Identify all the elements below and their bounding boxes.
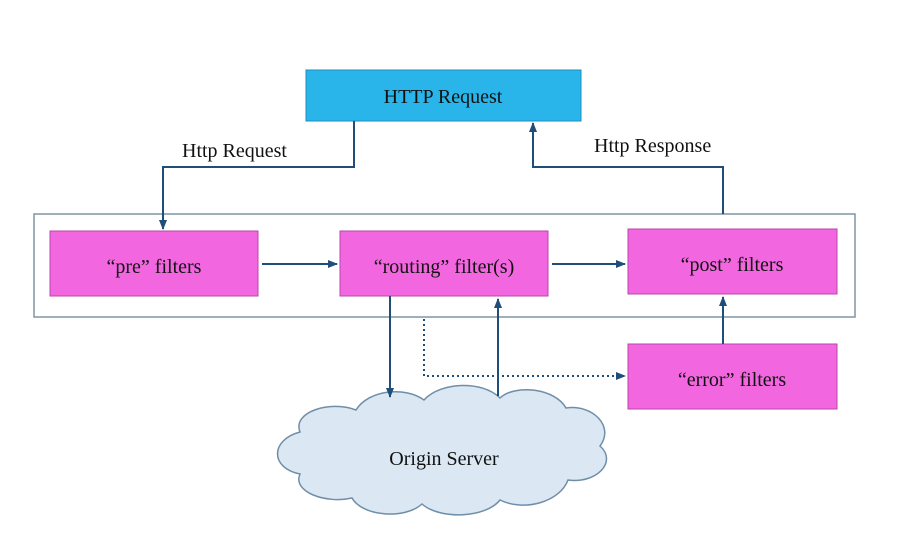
pre-filters-label: “pre” filters	[107, 256, 202, 278]
routing-filters-label: “routing” filter(s)	[374, 256, 515, 278]
response-edge-label: Http Response	[594, 135, 711, 157]
post-filters-label: “post” filters	[681, 254, 784, 276]
http-request-box	[305, 69, 582, 122]
pre-filters-box	[49, 230, 259, 297]
request-arrow	[159, 121, 355, 230]
origin-server-cloud	[276, 384, 608, 516]
filter-pipeline-container	[33, 213, 856, 318]
routing-filters-node: “routing” filter(s)	[339, 230, 549, 297]
request-edge-label: Http Request	[182, 140, 287, 162]
origin-server-node: Origin Server	[276, 384, 608, 516]
post-filters-node: “post” filters	[627, 228, 838, 295]
error-filters-box	[627, 343, 838, 410]
post-filters-box	[627, 228, 838, 295]
routing-to-error-dotted-arrow	[423, 319, 626, 380]
http-request-node: HTTP Request	[305, 69, 582, 122]
response-arrow	[529, 122, 724, 214]
error-filters-node: “error” filters	[627, 343, 838, 410]
pre-filters-node: “pre” filters	[49, 230, 259, 297]
error-filters-label: “error” filters	[678, 369, 786, 391]
http-request-label: HTTP Request	[384, 86, 503, 108]
routing-filters-box	[339, 230, 549, 297]
origin-server-label: Origin Server	[389, 448, 499, 470]
